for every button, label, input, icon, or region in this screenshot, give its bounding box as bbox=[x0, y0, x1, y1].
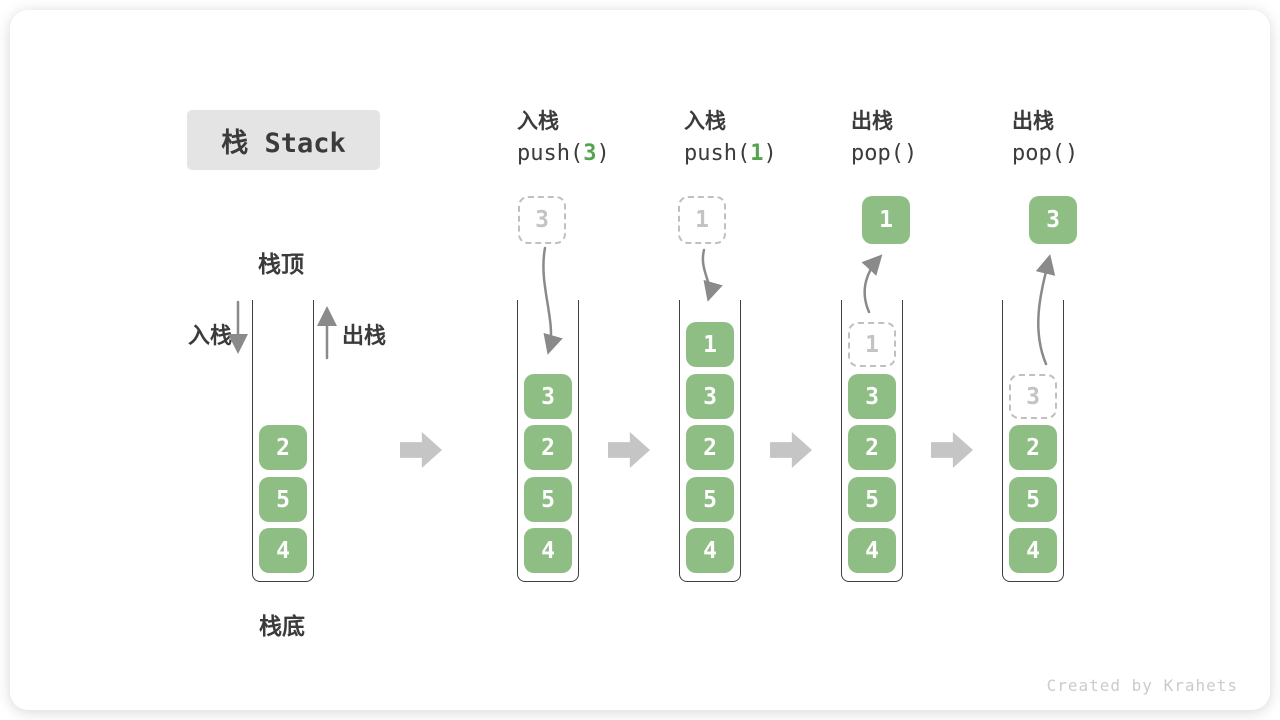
popped-cell-1: 1 bbox=[862, 196, 910, 244]
stack-container-1 bbox=[517, 300, 579, 582]
step4-code: pop() bbox=[1012, 141, 1079, 166]
ghost-cell: 3 bbox=[1009, 374, 1057, 419]
stack-cell: 4 bbox=[259, 528, 307, 573]
stack-container-3 bbox=[841, 300, 903, 582]
step3-op-label: 出栈 bbox=[851, 110, 893, 133]
stack-cell: 1 bbox=[686, 322, 734, 367]
stack-cell: 4 bbox=[1009, 528, 1057, 573]
stack-top-label: 栈顶 bbox=[258, 251, 304, 277]
popped-cell-3: 3 bbox=[1029, 196, 1077, 244]
stack-cell: 5 bbox=[524, 477, 572, 522]
stack-cell: 4 bbox=[524, 528, 572, 573]
stack-cell: 2 bbox=[524, 425, 572, 470]
incoming-cell-1: 1 bbox=[678, 196, 726, 244]
title-text: 栈 Stack bbox=[221, 127, 346, 159]
watermark: Created by Krahets bbox=[1046, 676, 1238, 695]
stack-cell: 5 bbox=[686, 477, 734, 522]
ghost-cell: 1 bbox=[848, 322, 896, 367]
code-arg: 3 bbox=[583, 141, 597, 166]
stack-cell: 2 bbox=[686, 425, 734, 470]
code-arg: 1 bbox=[750, 141, 764, 166]
code-close: ) bbox=[596, 141, 610, 166]
stack-cell: 2 bbox=[848, 425, 896, 470]
step2-op-label: 入栈 bbox=[684, 110, 726, 133]
stack-bottom-label: 栈底 bbox=[259, 613, 305, 639]
stack-cell: 3 bbox=[524, 374, 572, 419]
step1-op-label: 入栈 bbox=[517, 110, 559, 133]
stack-cell: 5 bbox=[1009, 477, 1057, 522]
stack-cell: 5 bbox=[259, 477, 307, 522]
step1-code: push(3) bbox=[517, 141, 610, 166]
stack-container-2 bbox=[679, 300, 741, 582]
stack-container-0 bbox=[252, 300, 314, 582]
stack-cell: 4 bbox=[848, 528, 896, 573]
title-box: 栈 Stack bbox=[187, 110, 380, 170]
stack-cell: 4 bbox=[686, 528, 734, 573]
stack-cell: 3 bbox=[686, 374, 734, 419]
pop-side-label: 出栈 bbox=[342, 323, 387, 348]
stack-cell: 2 bbox=[1009, 425, 1057, 470]
code-close: ) bbox=[763, 141, 777, 166]
code-fn: push( bbox=[517, 141, 584, 166]
step3-code: pop() bbox=[851, 141, 918, 166]
incoming-cell-3: 3 bbox=[518, 196, 566, 244]
code-fn: push( bbox=[684, 141, 751, 166]
stack-cell: 2 bbox=[259, 425, 307, 470]
stack-container-4 bbox=[1002, 300, 1064, 582]
push-side-label: 入栈 bbox=[188, 323, 233, 348]
step4-op-label: 出栈 bbox=[1012, 110, 1054, 133]
step2-code: push(1) bbox=[684, 141, 777, 166]
stack-cell: 5 bbox=[848, 477, 896, 522]
stack-cell: 3 bbox=[848, 374, 896, 419]
